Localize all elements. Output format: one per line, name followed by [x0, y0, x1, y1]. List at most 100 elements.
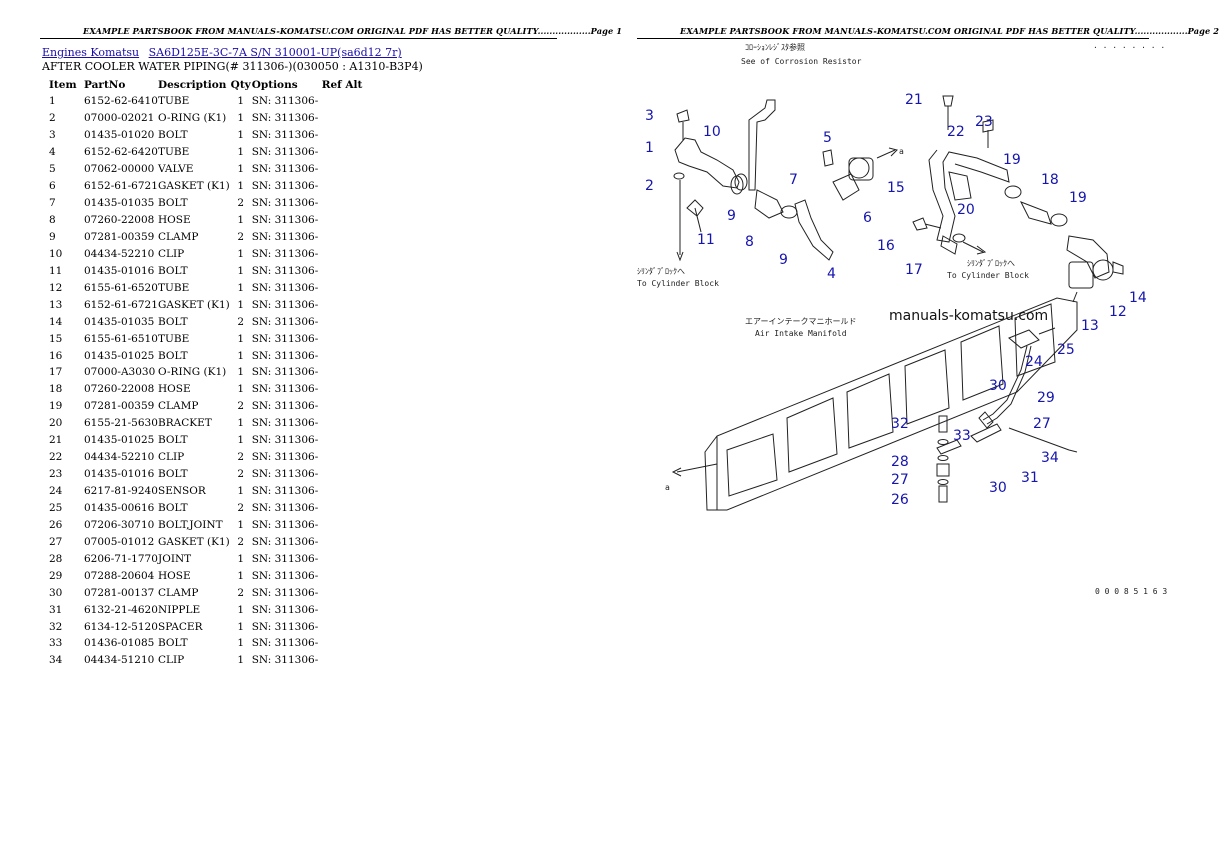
callout-27: 27	[1033, 416, 1051, 432]
callout-23: 23	[975, 114, 993, 130]
cell-partno: 04434-51210	[84, 654, 155, 667]
cell-ref-alt	[322, 601, 372, 618]
cell-options: SN: 311306-	[251, 349, 319, 362]
cell-partno: 01435-00616	[84, 501, 155, 514]
breadcrumb: Engines Komatsu SA6D125E-3C-7A S/N 31000…	[42, 46, 408, 59]
label-corrosion: See of Corrosion Resistor	[741, 57, 862, 66]
cell-ref-alt	[322, 144, 372, 161]
cell-item: 27	[49, 535, 63, 548]
cell-qty: 1	[237, 95, 245, 108]
cell-partno: 01435-01016	[84, 264, 155, 277]
cell-options: SN: 311306-	[251, 485, 319, 498]
cell-ref-alt	[322, 212, 372, 229]
cell-partno: 07260-22008	[84, 383, 155, 396]
col-header-qty: Qty	[230, 79, 251, 91]
cell-ref-alt	[322, 466, 372, 483]
cell-partno: 01435-01016	[84, 468, 155, 481]
callout-19: 19	[1003, 152, 1021, 168]
col-header-ref-alt: Ref Alt	[321, 79, 363, 91]
callout-15: 15	[887, 180, 905, 196]
cell-ref-alt	[322, 516, 372, 533]
cell-qty: 1	[237, 417, 245, 430]
callout-25: 25	[1057, 342, 1075, 358]
cell-ref-alt	[322, 93, 372, 110]
cell-partno: 07288-20604	[84, 569, 155, 582]
callout-20: 20	[957, 202, 975, 218]
cell-item: 19	[49, 400, 63, 413]
callout-18: 18	[1041, 172, 1059, 188]
callout-30: 30	[989, 480, 1007, 496]
cell-qty: 1	[237, 163, 245, 176]
cell-item: 15	[49, 332, 63, 345]
callout-30: 30	[989, 378, 1007, 394]
cell-partno: 07206-30710	[84, 518, 155, 531]
cell-ref-alt	[322, 347, 372, 364]
cell-options: SN: 311306-	[251, 247, 319, 260]
cell-partno: 6152-62-6410	[84, 95, 158, 108]
cell-qty: 1	[237, 112, 245, 125]
cell-qty: 2	[237, 535, 245, 548]
cell-qty: 1	[237, 485, 245, 498]
callout-22: 22	[947, 124, 965, 140]
cell-description: VALVE	[158, 163, 194, 176]
cell-partno: 6155-61-6520	[84, 281, 158, 294]
page-header-left: EXAMPLE PARTSBOOK FROM MANUALS-KOMATSU.C…	[83, 26, 622, 36]
cell-item: 23	[49, 468, 63, 481]
cell-options: SN: 311306-	[251, 112, 319, 125]
callout-32: 32	[891, 416, 909, 432]
cell-item: 12	[49, 281, 63, 294]
cell-partno: 6152-61-6721	[84, 298, 158, 311]
cell-item: 30	[49, 586, 63, 599]
cell-description: JOINT	[158, 552, 192, 565]
cell-options: SN: 311306-	[251, 603, 319, 616]
cell-partno: 07005-01012	[84, 535, 155, 548]
label-cylinder-jp: ｼﾘﾝﾀﾞﾌﾞﾛｯｸへ	[637, 267, 685, 276]
cell-options: SN: 311306-	[251, 180, 319, 193]
callout-9: 9	[727, 208, 736, 224]
callout-28: 28	[891, 454, 909, 470]
cell-qty: 1	[237, 518, 245, 531]
cell-description: BOLT	[158, 129, 188, 142]
cell-options: SN: 311306-	[251, 552, 319, 565]
cell-options: SN: 311306-	[251, 620, 319, 633]
cell-options: SN: 311306-	[251, 281, 319, 294]
callout-2: 2	[645, 178, 654, 194]
cell-item: 14	[49, 315, 63, 328]
cell-options: SN: 311306-	[251, 654, 319, 667]
cell-description: TUBE	[158, 146, 190, 159]
cell-qty: 2	[237, 315, 245, 328]
cell-qty: 1	[237, 620, 245, 633]
cell-qty: 1	[237, 349, 245, 362]
diagram-text-labels: ｺﾛｰｼｮﾝﾚｼﾞｽﾀ参照 See of Corrosion Resistor …	[637, 41, 1167, 596]
cell-options: SN: 311306-	[251, 518, 319, 531]
cell-qty: 1	[237, 247, 245, 260]
cell-ref-alt	[322, 584, 372, 601]
cell-description: SPACER	[158, 620, 203, 633]
callout-3: 3	[645, 108, 654, 124]
breadcrumb-engines-link[interactable]: Engines Komatsu	[42, 46, 140, 59]
breadcrumb-model-link[interactable]: SA6D125E-3C-7A S/N 310001-UP(sa6d12 7r)	[148, 46, 402, 59]
cell-description: NIPPLE	[158, 603, 201, 616]
cell-item: 17	[49, 366, 63, 379]
cell-ref-alt	[322, 652, 372, 669]
cell-options: SN: 311306-	[251, 315, 319, 328]
cell-partno: 07260-22008	[84, 214, 155, 227]
cell-partno: 07281-00359	[84, 400, 155, 413]
cell-description: BRACKET	[158, 417, 212, 430]
cell-item: 5	[49, 163, 56, 176]
callout-12: 12	[1109, 304, 1127, 320]
cell-qty: 1	[237, 214, 245, 227]
cell-item: 31	[49, 603, 63, 616]
cell-options: SN: 311306-	[251, 366, 319, 379]
cell-partno: 6152-62-6420	[84, 146, 158, 159]
cell-description: BOLT	[158, 501, 188, 514]
